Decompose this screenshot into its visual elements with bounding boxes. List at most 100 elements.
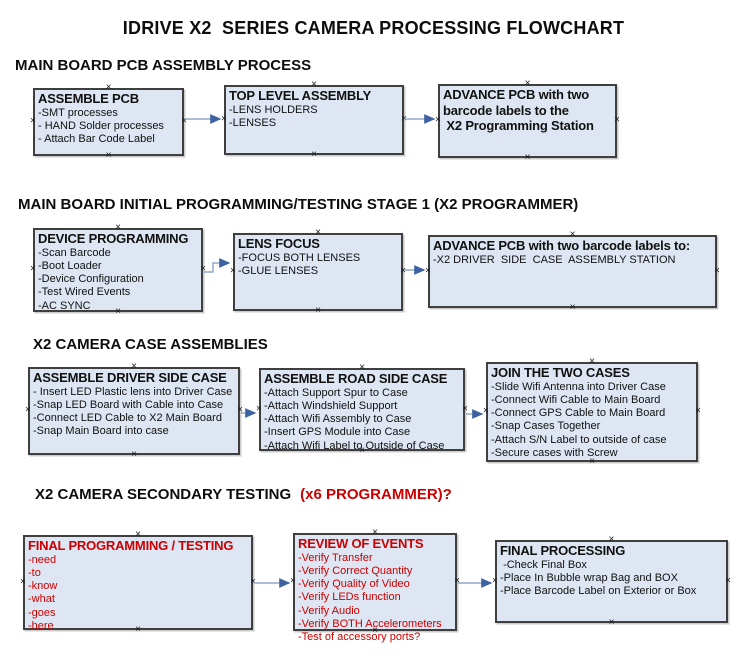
flow-box-advance-pcb-driver-side-station: ×××× ADVANCE PCB with two barcode labels… <box>425 230 720 313</box>
flow-box-final-programming-testing: ×××× FINAL PROGRAMMING / TESTING -need -… <box>20 530 256 635</box>
connection-handle-icon: × <box>25 404 31 416</box>
connection-handle-icon: × <box>256 403 262 414</box>
box-title: FINAL PROGRAMMING / TESTING <box>28 538 234 553</box>
connection-handle-icon: × <box>401 113 407 125</box>
connection-handle-icon: × <box>400 265 406 277</box>
box-item: -AC SYNC <box>38 299 91 312</box>
box-item: -Connect LED Cable to X2 Main Board <box>33 412 222 425</box>
box-title: ASSEMBLE ROAD SIDE CASE <box>264 371 448 386</box>
box-item: -Attach Support Spur to Case <box>264 386 408 399</box>
box-item: -Test Wired Events <box>38 286 131 299</box>
box-item: -to <box>28 566 41 579</box>
connection-handle-icon: × <box>454 575 460 587</box>
box-item: -Verify LEDs function <box>298 591 401 604</box>
connection-handle-icon: × <box>492 575 498 586</box>
box-item: -here <box>28 620 54 633</box>
connection-handle-icon: × <box>200 263 206 275</box>
box-item: - Insert LED Plastic lens into Driver Ca… <box>33 385 233 398</box>
connection-handle-icon: × <box>725 575 731 586</box>
box-item: -SMT processes <box>38 106 118 119</box>
connection-handle-icon: × <box>237 404 243 416</box>
connection-handle-icon: × <box>614 114 620 126</box>
box-item: -Boot Loader <box>38 259 102 272</box>
connection-handle-icon: × <box>714 265 720 276</box>
box-item: -LENS HOLDERS <box>229 103 318 116</box>
box-item: -Attach Wifi Assembly to Case <box>264 413 412 426</box>
box-item: -Verify BOTH Accelerometers <box>298 618 442 631</box>
box-item: -goes <box>28 606 56 619</box>
flow-arrow <box>204 258 231 273</box>
flow-box-assemble-driver-side-case: ×××× ASSEMBLE DRIVER SIDE CASE - Insert … <box>25 362 243 460</box>
connection-handle-icon: × <box>230 265 236 277</box>
flow-box-assemble-road-side-case: ×××× ASSEMBLE ROAD SIDE CASE -Attach Sup… <box>256 363 468 456</box>
connection-handle-icon: × <box>311 149 317 160</box>
box-item: -Check Final Box <box>500 558 587 571</box>
connection-handle-icon: × <box>105 150 112 161</box>
box-item: -Insert GPS Module into Case <box>264 426 411 439</box>
connection-handle-icon: × <box>425 265 431 276</box>
connection-handle-icon: × <box>569 302 576 313</box>
box-title: ADVANCE PCB with two barcode labels to: <box>433 238 691 253</box>
flow-box-device-programming: ×××× DEVICE PROGRAMMING -Scan Barcode -B… <box>30 223 206 317</box>
box-item: -Place In Bubble wrap Bag and BOX <box>500 571 678 584</box>
box-item: -Connect Wifi Cable to Main Board <box>491 393 661 406</box>
box-title: JOIN THE TWO CASES <box>491 365 630 380</box>
box-item: -Verify Transfer <box>298 551 373 564</box>
connection-handle-icon: × <box>30 115 36 127</box>
box-item: -need <box>28 553 57 566</box>
box-item: -FOCUS BOTH LENSES <box>238 251 361 264</box>
connection-handle-icon: × <box>181 115 187 127</box>
connection-handle-icon: × <box>250 576 256 587</box>
section-heading-red-part: (x6 PROGRAMMER)? <box>300 486 452 503</box>
box-item: -Verify Audio <box>298 604 360 617</box>
connection-handle-icon: × <box>483 405 489 417</box>
box-item: -X2 DRIVER SIDE CASE ASSEMBLY STATION <box>433 253 676 266</box>
flow-box-assemble-pcb: ×××× ASSEMBLE PCB -SMT processes - HAND … <box>30 83 187 161</box>
box-item: -GLUE LENSES <box>238 264 319 277</box>
flow-box-top-level-assembly: ×××× TOP LEVEL ASSEMBLY -LENS HOLDERS -L… <box>221 80 407 160</box>
box-item: -Snap Main Board into case <box>33 425 169 438</box>
connection-handle-icon: × <box>462 403 468 414</box>
connection-handle-icon: × <box>315 305 321 316</box>
box-item: -Attach Windshield Support <box>264 399 398 412</box>
section-heading-secondary-testing: X2 CAMERA SECONDARY TESTING (x6 PROGRAMME… <box>35 486 452 503</box>
box-item: -Verify Quality of Video <box>298 578 410 591</box>
box-title: FINAL PROCESSING <box>500 543 626 558</box>
box-title: ADVANCE PCB with two barcode labels to t… <box>443 87 594 134</box>
box-item: -Place Barcode Label on Exterior or Box <box>500 585 697 598</box>
box-title: LENS FOCUS <box>238 236 320 251</box>
box-item: -Attach Wifi Label to Outside of Case <box>264 439 445 452</box>
connection-handle-icon: × <box>524 152 531 163</box>
box-item: -know <box>28 580 58 593</box>
flow-box-join-the-two-cases: ×××× JOIN THE TWO CASES -Slide Wifi Ante… <box>483 357 701 467</box>
connection-handle-icon: × <box>131 449 137 460</box>
flow-box-lens-focus: ×××× LENS FOCUS -FOCUS BOTH LENSES -GLUE… <box>230 228 406 316</box>
section-heading-case-assemblies: X2 CAMERA CASE ASSEMBLIES <box>33 336 268 353</box>
box-title: ASSEMBLE DRIVER SIDE CASE <box>33 370 227 385</box>
box-title: ASSEMBLE PCB <box>38 91 139 106</box>
box-item: -Device Configuration <box>38 273 144 286</box>
connection-handle-icon: × <box>20 576 26 587</box>
connection-handle-icon: × <box>608 617 615 628</box>
section-heading-black-part: X2 CAMERA SECONDARY TESTING <box>35 486 292 503</box>
section-heading-pcb-assembly: MAIN BOARD PCB ASSEMBLY PROCESS <box>15 57 312 74</box>
connection-handle-icon: × <box>290 575 296 587</box>
box-item: -Slide Wifi Antenna into Driver Case <box>491 380 666 393</box>
connection-handle-icon: × <box>695 405 701 417</box>
section-heading-initial-programming: MAIN BOARD INITIAL PROGRAMMING/TESTING S… <box>18 196 579 213</box>
flow-box-final-processing: ×××× FINAL PROCESSING -Check Final Box -… <box>492 535 731 628</box>
box-item: -Verify Correct Quantity <box>298 564 413 577</box>
box-item: -Connect GPS Cable to Main Board <box>491 407 666 420</box>
box-item: -Secure cases with Screw <box>491 447 618 460</box>
box-item: -Snap LED Board with Cable into Case <box>33 398 224 411</box>
box-item: -Attach S/N Label to outside of case <box>491 433 667 446</box>
connection-handle-icon: × <box>435 114 441 126</box>
connection-handle-icon: × <box>30 263 36 275</box>
box-title: REVIEW OF EVENTS <box>298 536 424 551</box>
box-item: -what <box>28 593 55 606</box>
box-item: -Scan Barcode <box>38 246 111 259</box>
box-item: -Snap Cases Together <box>491 420 601 433</box>
box-title: DEVICE PROGRAMMING <box>38 231 189 246</box>
box-item: - HAND Solder processes <box>38 119 164 132</box>
